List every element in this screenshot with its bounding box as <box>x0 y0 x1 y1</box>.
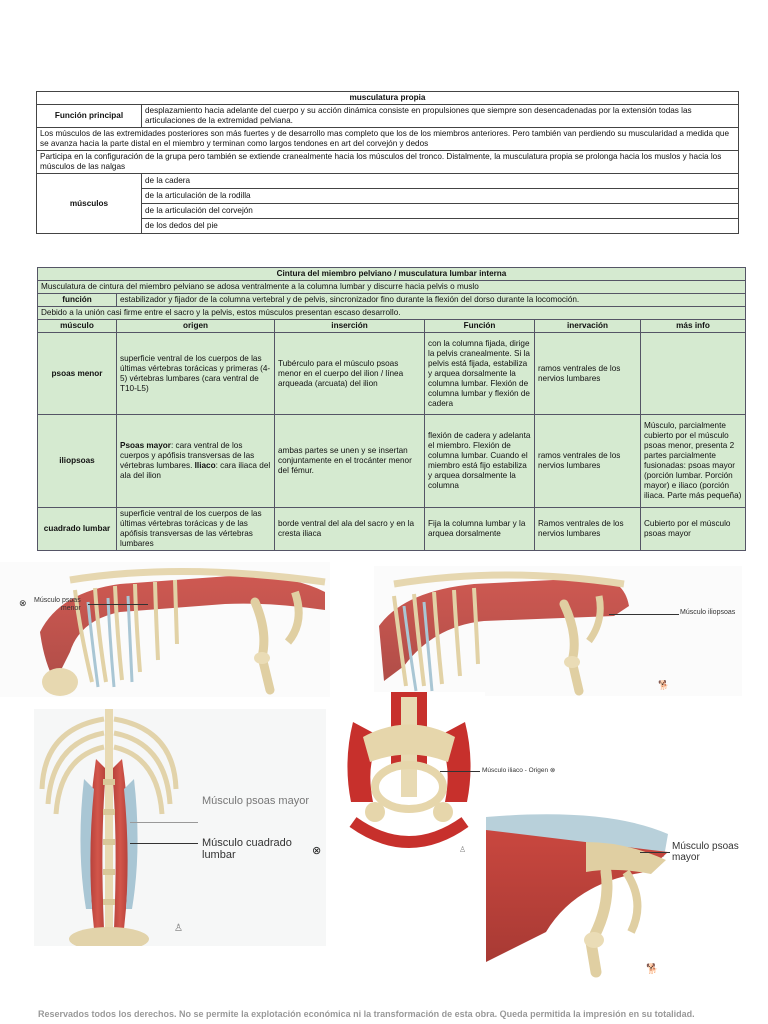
dog-skeleton-lateral-illustration <box>0 562 330 697</box>
cell-funcion: con la columna fijada, dirige la pelvis … <box>424 332 535 415</box>
pointer-line <box>640 852 670 853</box>
cell-mas-info: Cubierto por el músculo psoas mayor <box>640 507 746 551</box>
table-row: iliopsoas Psoas mayor: cara ventral de l… <box>37 414 746 508</box>
cell-insercion: ambas partes se unen y se insertan conju… <box>274 414 425 508</box>
musculo-item: de la articulación del corvejón <box>141 203 739 219</box>
label-psoas-mayor: Músculo psoas mayor <box>202 795 309 807</box>
label-psoas-mayor-lateral: Músculo psoas mayor <box>672 841 739 863</box>
pointer-line <box>88 604 148 605</box>
paragraph-grupa: Participa en la configuración de la grup… <box>36 150 739 174</box>
cell-funcion: Fija la columna lumbar y la arquea dorsa… <box>424 507 535 551</box>
figure-psoas-mayor-cuadrado-lumbar: ♙ Músculo psoas mayor Músculo cuadrado l… <box>34 709 326 946</box>
label-iliopsoas: Músculo iliopsoas <box>680 609 736 616</box>
human-silhouette-icon: ♙ <box>459 845 466 854</box>
table2-note: Debido a la unión casi firme entre el sa… <box>37 306 746 320</box>
close-circle-icon[interactable]: ⊗ <box>19 598 27 608</box>
close-circle-icon[interactable]: ⊗ <box>549 767 556 774</box>
figure-iliopsoas: 🐕 Músculo iliopsoas <box>374 566 742 696</box>
label-cuadrado-lumbar: Músculo cuadrado lumbar <box>202 837 292 861</box>
human-silhouette-icon: ♙ <box>174 923 183 934</box>
cell-inervacion: Ramos ventrales de los nervios lumbares <box>534 507 641 551</box>
paragraph-extremidades: Los músculos de las extremidades posteri… <box>36 127 739 151</box>
table-row: psoas menor superficie ventral de los cu… <box>37 332 746 415</box>
cell-funcion: flexión de cadera y adelanta el miembro.… <box>424 414 535 508</box>
close-circle-icon[interactable]: ⊗ <box>312 845 322 857</box>
cell-origen: superficie ventral de los cuerpos de las… <box>116 507 275 551</box>
cell-insercion: Tubérculo para el músculo psoas menor en… <box>274 332 425 415</box>
col-header-insercion: inserción <box>274 319 425 333</box>
pointer-line <box>440 771 480 772</box>
funcion-principal-text: desplazamiento hacia adelante del cuerpo… <box>141 104 739 128</box>
col-header-mas-info: más info <box>640 319 746 333</box>
col-header-inervacion: inervación <box>534 319 641 333</box>
dog-silhouette-icon: 🐕 <box>646 962 658 975</box>
pointer-line <box>130 843 198 844</box>
cell-origen: superficie ventral de los cuerpos de las… <box>116 332 275 415</box>
col-header-funcion: Función <box>424 319 535 333</box>
figure-psoas-menor: Músculo psoas menor ⊗ <box>0 562 330 697</box>
origen-psoas-mayor-bold: Psoas mayor <box>120 441 171 450</box>
pelvis-illustration: ♙ <box>333 692 485 860</box>
musculo-item: de la articulación de la rodilla <box>141 188 739 204</box>
cell-inervacion: ramos ventrales de los nervios lumbares <box>534 414 641 508</box>
origen-iliaco-text: : cara iliaca del ala del ilion <box>120 461 271 480</box>
col-header-origen: origen <box>116 319 275 333</box>
cell-origen: Psoas mayor: cara ventral de los cuerpos… <box>116 414 275 508</box>
funcion-label: función <box>37 293 117 307</box>
cell-mas-info <box>640 332 746 415</box>
table1-title: musculatura propia <box>36 91 739 105</box>
origen-iliaco-bold: Iliaco <box>194 461 216 470</box>
label-iliaco-origen: Músculo iliaco - Origen ⊗ <box>482 766 555 774</box>
funcion-principal-label: Función principal <box>36 104 142 128</box>
figure-psoas-mayor-lateral: 🐕 <box>486 812 768 987</box>
musculo-item: de los dedos del pie <box>141 218 739 234</box>
origen-psoas-mayor-text: : cara ventral de los cuerpos y apófisis… <box>120 441 255 470</box>
table2-title: Cintura del miembro pelviano / musculatu… <box>37 267 746 281</box>
cell-musculo: psoas menor <box>37 332 117 415</box>
pointer-line <box>609 614 679 615</box>
ventral-spine-illustration: ♙ <box>34 709 326 946</box>
cell-insercion: borde ventral del ala del sacro y en la … <box>274 507 425 551</box>
funcion-text: estabilizador y fijador de la columna ve… <box>116 293 746 307</box>
cell-musculo: iliopsoas <box>37 414 117 508</box>
table2-intro: Musculatura de cintura del miembro pelvi… <box>37 280 746 294</box>
dog-skeleton-iliopsoas-illustration: 🐕 <box>374 566 742 696</box>
cell-musculo: cuadrado lumbar <box>37 507 117 551</box>
cell-inervacion: ramos ventrales de los nervios lumbares <box>534 332 641 415</box>
musculo-item: de la cadera <box>141 173 739 189</box>
copyright-footer: Reservados todos los derechos. No se per… <box>38 1009 695 1019</box>
figure-iliaco-origen: ♙ <box>333 692 485 860</box>
dog-silhouette-icon: 🐕 <box>658 679 669 690</box>
col-header-musculo: músculo <box>37 319 117 333</box>
musculos-label: músculos <box>36 173 142 234</box>
label-psoas-menor: Músculo psoas menor <box>34 597 81 612</box>
musculatura-propia-table: musculatura propia Función principal des… <box>36 91 739 234</box>
label-iliaco-origen-text: Músculo iliaco - Origen <box>482 767 549 774</box>
pointer-line <box>130 822 198 823</box>
cintura-miembro-pelviano-table: Cintura del miembro pelviano / musculatu… <box>37 267 746 551</box>
table-row: cuadrado lumbar superficie ventral de lo… <box>37 507 746 551</box>
hindlimb-illustration: 🐕 <box>486 812 768 987</box>
cell-mas-info: Músculo, parcialmente cubierto por el mú… <box>640 414 746 508</box>
